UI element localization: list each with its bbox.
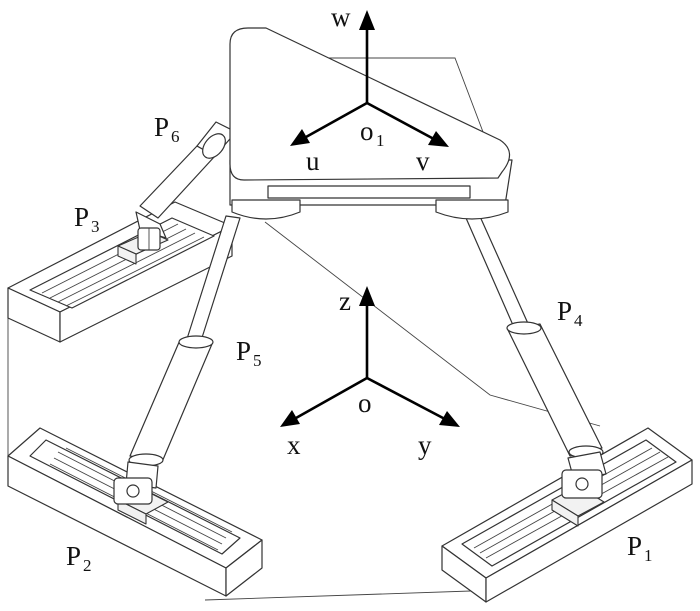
label-p1: P: [627, 531, 642, 561]
leg-p6: [135, 121, 237, 251]
z-arrowhead-icon: [359, 286, 375, 306]
label-o1-subscript: 1: [376, 131, 385, 150]
rail-p1: [441, 427, 693, 603]
label-p6-subscript: 6: [171, 127, 180, 146]
w-arrowhead-icon: [359, 10, 375, 30]
label-p3: P: [74, 202, 89, 232]
label-u: u: [306, 146, 320, 176]
base-axes: [280, 286, 460, 427]
label-w: w: [331, 2, 351, 32]
label-p3-subscript: 3: [91, 217, 100, 236]
leg-p4: [465, 211, 607, 499]
label-p4-subscript: 4: [574, 311, 583, 330]
label-o1: o: [360, 116, 374, 146]
labels: w u v o 1 z x y o P 6 P 3 P 5 P 4 P 2 P …: [66, 2, 653, 575]
label-p2: P: [66, 541, 81, 571]
label-p1-subscript: 1: [644, 546, 653, 565]
label-y: y: [418, 430, 432, 460]
u-axis: [304, 101, 369, 139]
label-z: z: [339, 286, 351, 316]
label-x: x: [287, 430, 301, 460]
x-axis: [294, 376, 369, 420]
v-axis: [365, 101, 434, 140]
v-arrowhead-icon: [428, 131, 449, 147]
y-axis: [365, 376, 445, 420]
label-p4: P: [557, 296, 572, 326]
label-v: v: [416, 146, 430, 176]
rail-p3: [7, 201, 233, 343]
y-arrowhead-icon: [439, 411, 460, 427]
label-p5: P: [236, 336, 251, 366]
x-arrowhead-icon: [280, 410, 300, 427]
u-arrowhead-icon: [290, 129, 310, 146]
label-p2-subscript: 2: [83, 556, 92, 575]
label-p5-subscript: 5: [253, 351, 262, 370]
platform-axes: [290, 10, 449, 147]
label-o: o: [358, 388, 372, 418]
label-p6: P: [154, 112, 169, 142]
leg-p5: [113, 215, 241, 505]
